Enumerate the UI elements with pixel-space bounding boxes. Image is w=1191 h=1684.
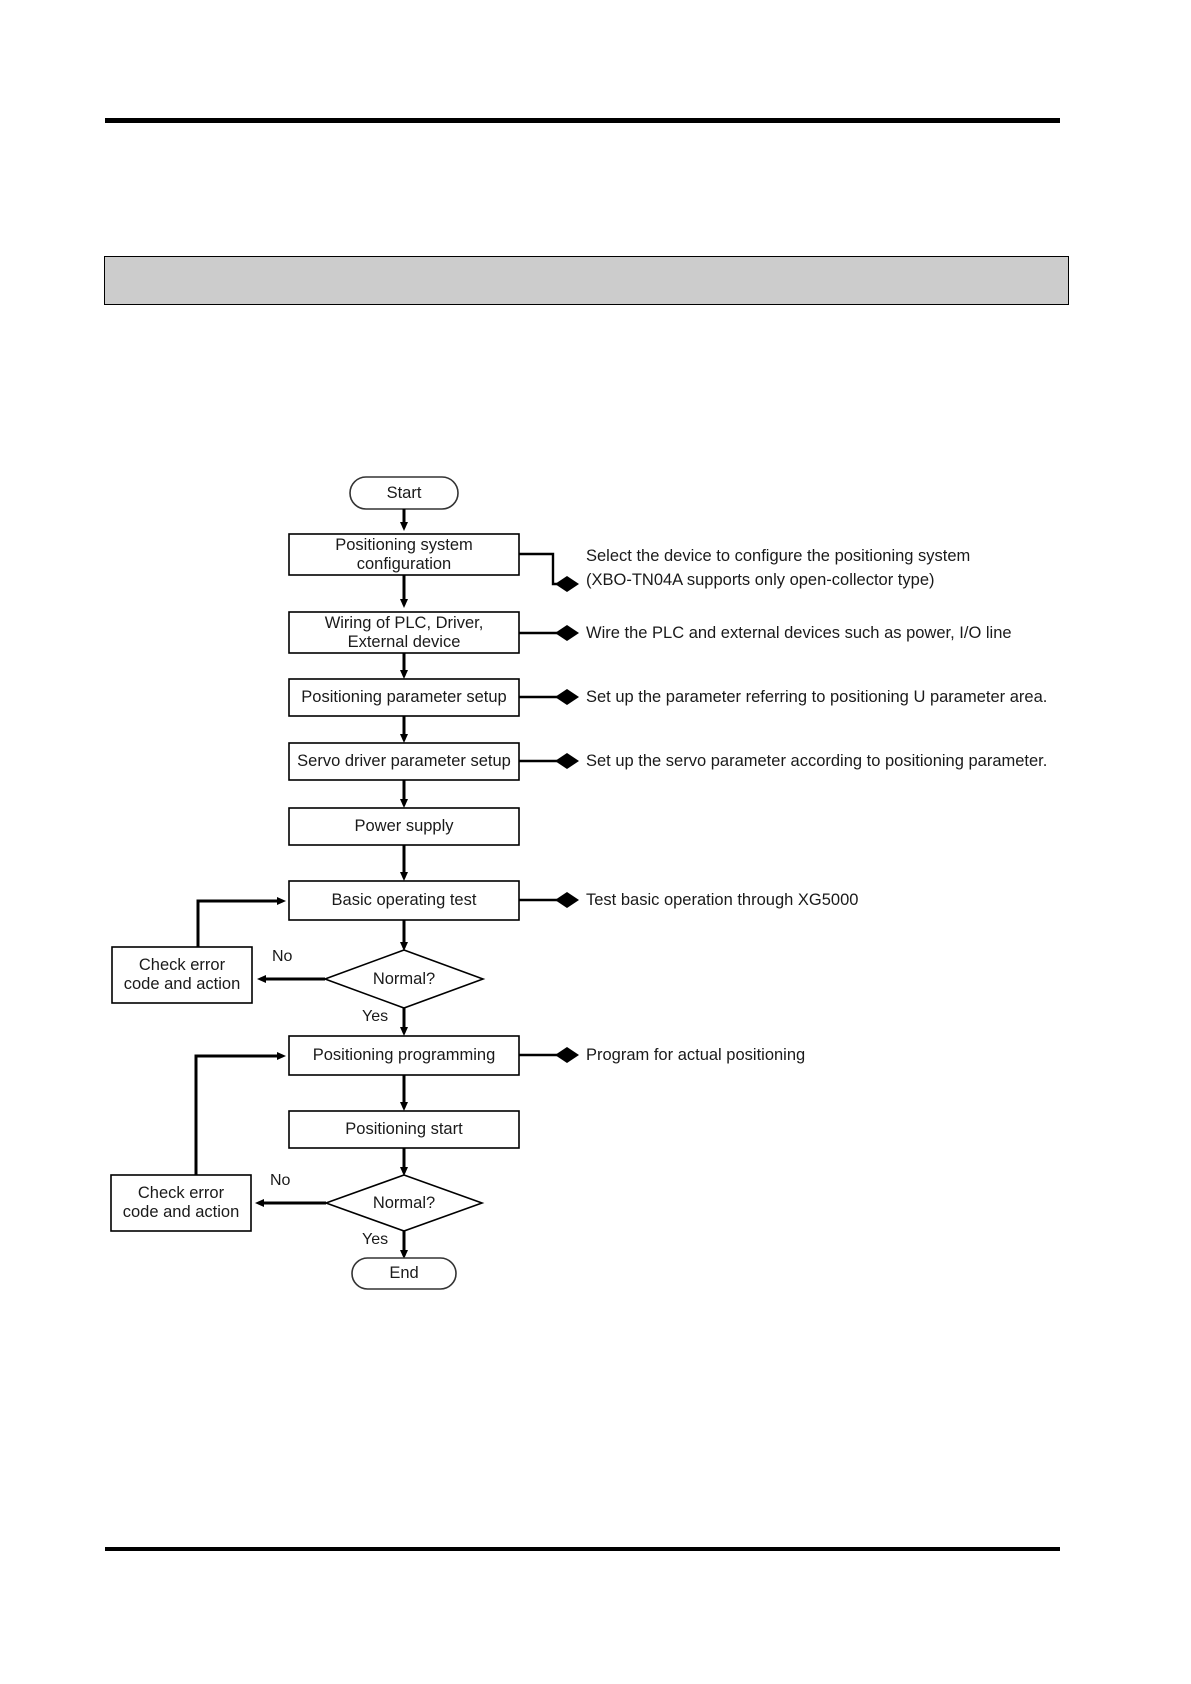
edge-label-no-2: No bbox=[270, 1172, 291, 1189]
annotation-positioning-system-configuration: Select the device to configure the posit… bbox=[586, 547, 971, 589]
edge-label-yes-1: Yes bbox=[362, 1008, 389, 1025]
annotation-positioning-programming: Program for actual positioning bbox=[586, 1046, 806, 1064]
annotation-positioning-parameter-setup: Set up the parameter referring to positi… bbox=[586, 688, 1048, 706]
footer-rule bbox=[105, 1547, 1060, 1551]
annotation-servo-driver-parameter-setup: Set up the servo parameter according to … bbox=[586, 752, 1048, 770]
section-banner bbox=[104, 256, 1069, 305]
annotation-wiring: Wire the PLC and external devices such a… bbox=[586, 624, 1012, 642]
edge-label-no-1: No bbox=[272, 948, 293, 965]
annotation-basic-operating-test: Test basic operation through XG5000 bbox=[586, 891, 859, 909]
edge-label-yes-2: Yes bbox=[362, 1231, 389, 1248]
header-rule bbox=[105, 118, 1060, 123]
